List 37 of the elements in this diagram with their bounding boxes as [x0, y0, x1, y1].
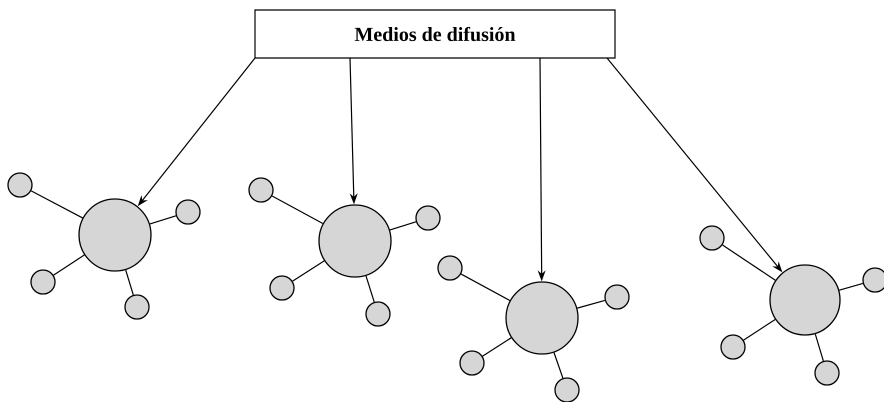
- hub-circle: [78, 198, 152, 272]
- satellite-circle: [175, 199, 201, 225]
- connector-line: [125, 270, 134, 296]
- satellite-circle: [415, 205, 441, 231]
- satellite-circle: [124, 294, 150, 320]
- title-box: Medios de difusión: [254, 9, 616, 59]
- connector-line: [460, 274, 510, 302]
- connector-line: [292, 260, 325, 282]
- satellite-circle: [554, 377, 580, 402]
- connector-line: [743, 318, 776, 341]
- connector-line: [272, 196, 324, 224]
- connector-line: [839, 282, 863, 291]
- connector-line: [30, 190, 83, 218]
- connector-line: [365, 276, 375, 302]
- satellite-circle: [437, 255, 463, 281]
- satellite-circle: [604, 284, 630, 310]
- hub-circle: [318, 204, 392, 278]
- connector-line: [53, 254, 85, 276]
- connector-line: [814, 334, 824, 362]
- connector-line: [577, 300, 605, 309]
- satellite-circle: [699, 225, 725, 251]
- satellite-circle: [862, 267, 884, 293]
- satellite-circle: [248, 177, 274, 203]
- satellite-circle: [814, 360, 840, 386]
- connector-line: [390, 221, 416, 231]
- satellite-circle: [720, 334, 746, 360]
- hub-circle: [505, 281, 579, 355]
- hub-circle: [769, 264, 841, 336]
- connector-line: [722, 244, 776, 281]
- connector-line: [553, 352, 564, 378]
- satellite-circle: [7, 172, 33, 198]
- connector-line: [150, 215, 176, 225]
- satellite-circle: [269, 275, 295, 301]
- satellite-circle: [459, 350, 485, 376]
- connector-line: [482, 337, 512, 357]
- satellite-circle: [30, 269, 56, 295]
- satellite-circle: [365, 301, 391, 327]
